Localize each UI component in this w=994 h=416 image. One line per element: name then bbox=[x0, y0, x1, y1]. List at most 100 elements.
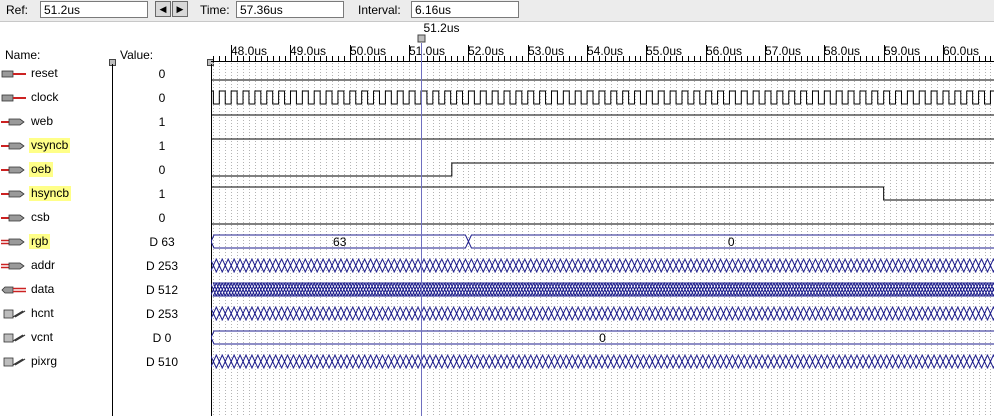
signal-row-addr[interactable]: addr bbox=[0, 254, 112, 278]
interval-field[interactable]: 6.16us bbox=[411, 1, 519, 18]
signal-value: D 512 bbox=[145, 283, 179, 297]
bidir-bus-icon bbox=[1, 286, 26, 294]
output-bus-icon bbox=[1, 238, 25, 246]
ruler-tick-label: 56.0us bbox=[706, 44, 742, 58]
signal-value: D 63 bbox=[149, 235, 175, 249]
output-pin-icon bbox=[1, 142, 25, 150]
column-header-row: Name: Value: bbox=[0, 21, 994, 62]
signal-value: 1 bbox=[158, 139, 166, 153]
signal-row-rgb[interactable]: rgb bbox=[0, 230, 112, 254]
ref-label: Ref: bbox=[6, 3, 29, 17]
ruler-tick-label: 58.0us bbox=[824, 44, 860, 58]
output-pin-icon bbox=[1, 190, 25, 198]
signal-value: 1 bbox=[158, 115, 166, 129]
output-bus-icon bbox=[1, 262, 25, 270]
output-pin-icon bbox=[1, 118, 25, 126]
signal-name: oeb bbox=[29, 162, 54, 177]
output-pin-icon bbox=[1, 166, 25, 174]
signal-row-pixrg[interactable]: pixrg bbox=[0, 350, 112, 374]
waveform-hcnt-lower bbox=[211, 312, 994, 321]
signal-name-list: reset clock web vsyncb oeb hsyncb csb rgb addr da… bbox=[0, 62, 112, 416]
signal-row-clock[interactable]: clock bbox=[0, 86, 112, 110]
bus-segment bbox=[211, 234, 469, 249]
toolbar: Ref: 51.2us ◀ ▶ Time: 57.36us Interval: … bbox=[0, 0, 994, 22]
column-divider bbox=[112, 64, 113, 416]
ruler-tick-label: 55.0us bbox=[646, 44, 682, 58]
signal-value: 0 bbox=[158, 91, 166, 105]
next-transition-button[interactable]: ▶ bbox=[172, 1, 188, 17]
waveform-data-lower bbox=[211, 288, 994, 297]
signal-name: hsyncb bbox=[29, 186, 72, 201]
signal-row-data[interactable]: data bbox=[0, 278, 112, 302]
ruler-tick-label: 54.0us bbox=[587, 44, 623, 58]
signal-row-csb[interactable]: csb bbox=[0, 206, 112, 230]
signal-name: hcnt bbox=[31, 306, 54, 320]
input-pin-icon bbox=[1, 94, 26, 102]
waveform-clock bbox=[211, 90, 994, 105]
waveform-data bbox=[211, 282, 994, 291]
ruler-tick-label: 59.0us bbox=[884, 44, 920, 58]
bus-value-label: 0 bbox=[599, 331, 606, 345]
signal-name: vsyncb bbox=[29, 138, 71, 153]
cursor-time-label: 51.2us bbox=[424, 21, 460, 35]
signal-row-reset[interactable]: reset bbox=[0, 62, 112, 86]
buried-bus-icon bbox=[3, 333, 26, 343]
waveform-hcnt bbox=[211, 306, 994, 315]
signal-value: 0 bbox=[158, 67, 166, 81]
name-column-header: Name: bbox=[5, 48, 41, 62]
signal-row-vsyncb[interactable]: vsyncb bbox=[0, 134, 112, 158]
arrow-right-icon: ▶ bbox=[176, 4, 184, 14]
signal-name: csb bbox=[31, 210, 50, 224]
signal-name: pixrg bbox=[31, 354, 58, 368]
output-pin-icon bbox=[1, 214, 25, 222]
signal-name: vcnt bbox=[31, 330, 54, 344]
bus-value-label: 63 bbox=[333, 235, 347, 249]
ruler-tick-label: 57.0us bbox=[765, 44, 801, 58]
ruler-tick-label: 49.0us bbox=[290, 44, 326, 58]
signal-row-vcnt[interactable]: vcnt bbox=[0, 326, 112, 350]
ref-field[interactable]: 51.2us bbox=[40, 1, 148, 18]
waveform-addr-lower bbox=[211, 264, 994, 273]
bus-segment bbox=[211, 330, 994, 345]
ruler-tick-label: 52.0us bbox=[468, 44, 504, 58]
ruler-tick-label: 51.0us bbox=[409, 44, 445, 58]
cursor-handle[interactable] bbox=[417, 34, 426, 43]
signal-value: 1 bbox=[158, 187, 166, 201]
ruler-tick-label: 48.0us bbox=[231, 44, 267, 58]
interval-label: Interval: bbox=[358, 3, 401, 17]
signal-value-list: 0 0 1 1 0 1 0 D 63 D 253 D 512 D 253 D 0 D 510 bbox=[113, 62, 211, 416]
time-field[interactable]: 57.36us bbox=[236, 1, 344, 18]
signal-name: web bbox=[31, 114, 54, 128]
signal-value: D 253 bbox=[145, 307, 179, 321]
signal-name: reset bbox=[31, 66, 58, 80]
value-column-header: Value: bbox=[120, 48, 154, 62]
signal-row-hcnt[interactable]: hcnt bbox=[0, 302, 112, 326]
ruler-tick-label: 60.0us bbox=[943, 44, 979, 58]
buried-bus-icon bbox=[3, 309, 26, 319]
waveform-pixrg-lower bbox=[211, 360, 994, 369]
signal-row-oeb[interactable]: oeb bbox=[0, 158, 112, 182]
signal-name: addr bbox=[31, 258, 56, 272]
signal-value: D 0 bbox=[152, 331, 172, 345]
value-column-splitter[interactable] bbox=[207, 59, 214, 66]
ruler-tick-label: 50.0us bbox=[350, 44, 386, 58]
signal-value: D 510 bbox=[145, 355, 179, 369]
waveform-hsyncb bbox=[211, 186, 994, 201]
buried-bus-icon bbox=[3, 357, 26, 367]
signal-name: rgb bbox=[29, 234, 51, 249]
signal-row-hsyncb[interactable]: hsyncb bbox=[0, 182, 112, 206]
signal-value: D 253 bbox=[145, 259, 179, 273]
waveform-oeb bbox=[211, 162, 994, 177]
prev-transition-button[interactable]: ◀ bbox=[155, 1, 171, 17]
signal-name: clock bbox=[31, 90, 59, 104]
ruler-tick-label: 53.0us bbox=[528, 44, 564, 58]
waveform-view[interactable]: 48.0us 49.0us 50.0us 51.0us 52.0us 53.0us 54.0… bbox=[211, 21, 994, 416]
signal-row-web[interactable]: web bbox=[0, 110, 112, 134]
input-pin-icon bbox=[1, 70, 26, 78]
arrow-left-icon: ◀ bbox=[159, 4, 167, 14]
signal-value: 0 bbox=[158, 163, 166, 177]
signal-name: data bbox=[31, 282, 55, 296]
time-label: Time: bbox=[200, 3, 230, 17]
signal-value: 0 bbox=[158, 211, 166, 225]
bus-segment bbox=[467, 234, 994, 249]
